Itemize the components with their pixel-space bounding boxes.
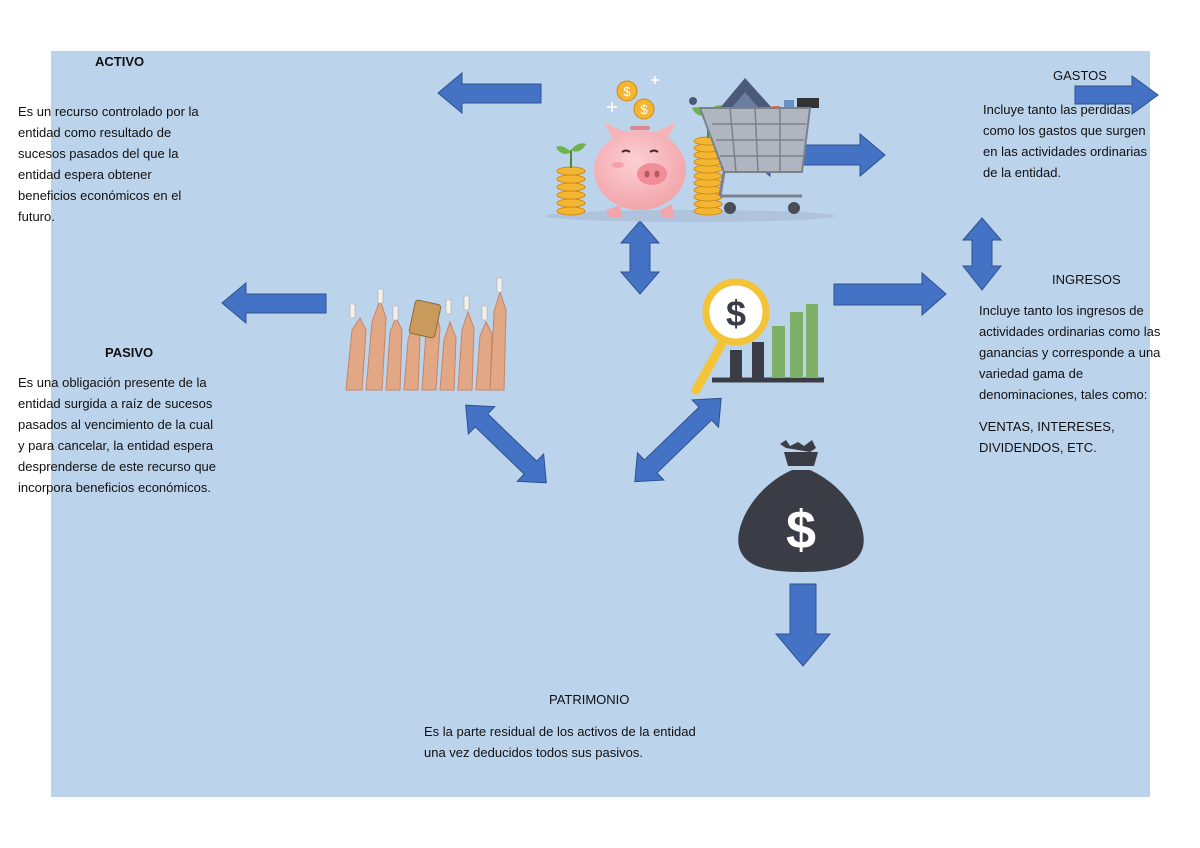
gastos-title: GASTOS (1053, 68, 1107, 83)
arrow-to-ingresos (833, 271, 947, 317)
arrow-piggy-vertical (619, 220, 661, 295)
pasivo-description: Es una obligación presente de la entidad… (18, 375, 217, 495)
ingresos-description: Incluye tanto los ingresos de actividade… (979, 303, 1161, 402)
piggy-bank-coins-icon: $ $ (545, 76, 835, 222)
arrow-ingresos-patrimonio (634, 397, 722, 483)
patrimonio-title: PATRIMONIO (549, 692, 630, 707)
arrow-to-activo (437, 71, 542, 115)
arrow-to-patrimonio (774, 583, 832, 667)
raised-hands-with-cards-icon (345, 277, 507, 391)
ingresos-examples: VENTAS, INTERESES, DIVIDENDOS, ETC. (979, 419, 1115, 455)
svg-text:$: $ (640, 102, 648, 117)
arrow-to-pasivo (221, 281, 327, 325)
pasivo-title: PASIVO (105, 345, 154, 360)
svg-text:$: $ (623, 84, 631, 99)
arrow-gastos-right (1074, 75, 1159, 115)
arrow-pasivo-patrimonio (465, 404, 547, 484)
patrimonio-description: Es la parte residual de los activos de l… (424, 724, 696, 760)
gastos-description: Incluye tanto las perdidas como los gast… (983, 102, 1148, 180)
arrow-ingresos-vertical (961, 217, 1003, 291)
svg-text:$: $ (726, 293, 746, 334)
money-bag-icon: $ (738, 440, 864, 572)
ingresos-title: INGRESOS (1052, 272, 1121, 287)
magnifier-dollar-chart-icon: $ (691, 278, 824, 395)
svg-text:$: $ (786, 500, 816, 560)
shopping-cart-icon (689, 78, 819, 214)
activo-title: ACTIVO (95, 54, 145, 69)
activo-description: Es un recurso controlado por la entidad … (18, 104, 199, 224)
